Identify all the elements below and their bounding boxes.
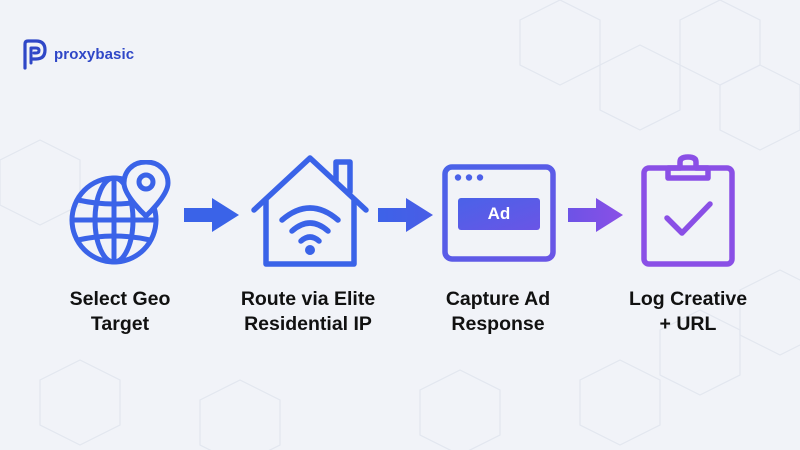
brand-logo[interactable]: proxybasic xyxy=(22,38,134,70)
globe-pin-icon xyxy=(69,160,171,265)
step-label-capture-ad: Capture Ad Response xyxy=(445,288,551,335)
browser-ad-icon xyxy=(442,164,556,262)
logo-icon xyxy=(23,39,47,70)
step-label-select-geo: Select Geo Target xyxy=(69,288,171,335)
clipboard-check-icon xyxy=(641,154,735,267)
step-label-log-creative: Log Creative + URL xyxy=(628,288,748,335)
ad-badge-label: Ad xyxy=(487,204,511,223)
house-wifi-icon xyxy=(251,155,369,267)
brand-name: proxybasic xyxy=(54,45,135,63)
arrow-right-icon xyxy=(184,198,239,232)
step-label-route-residential: Route via Elite Residential IP xyxy=(240,288,376,335)
arrow-right-icon xyxy=(378,198,433,232)
arrow-right-icon xyxy=(568,198,623,232)
